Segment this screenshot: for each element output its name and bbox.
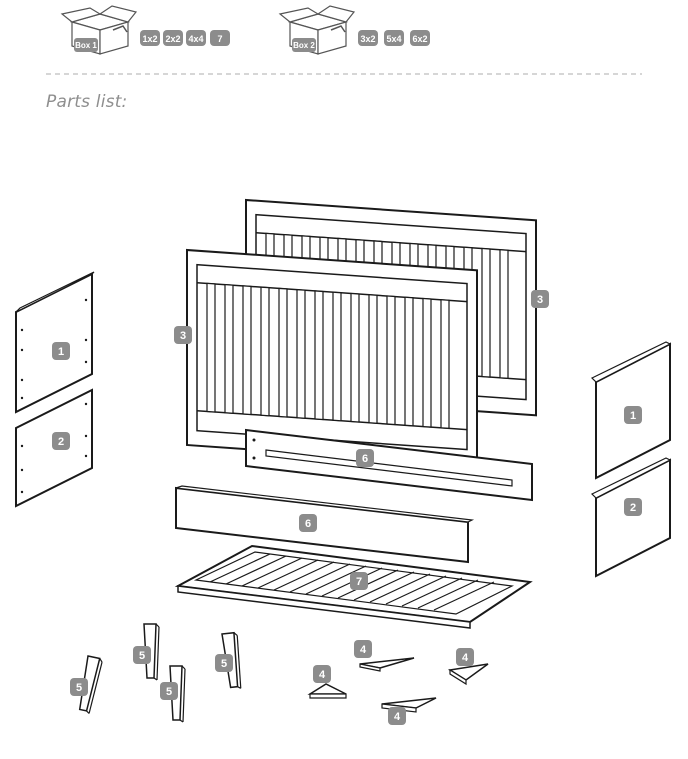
box-1-badge-4 bbox=[210, 30, 230, 46]
box-2-badge-1-text: 3x2 bbox=[360, 34, 375, 44]
part-badge-1-right bbox=[624, 406, 642, 424]
part-badge-1-left bbox=[52, 342, 70, 360]
box-1-icon bbox=[60, 5, 138, 55]
part-badge-4-b bbox=[456, 648, 474, 666]
crib-side-front bbox=[185, 248, 479, 467]
corner-bracket-3 bbox=[307, 683, 347, 699]
part-label-3-back: 3 bbox=[537, 294, 543, 306]
box-2-badge-3 bbox=[410, 30, 430, 46]
part-label-6-back: 6 bbox=[362, 453, 368, 465]
part-label-6-front: 6 bbox=[305, 518, 311, 530]
box-1-badge-1 bbox=[140, 30, 160, 46]
part-label-4-a: 4 bbox=[360, 644, 367, 656]
part-badge-3-back bbox=[531, 290, 549, 308]
part-badge-4-a bbox=[354, 640, 372, 658]
part-label-5-b: 5 bbox=[139, 650, 145, 662]
part-label-5-a: 5 bbox=[76, 682, 82, 694]
part-label-7: 7 bbox=[356, 576, 362, 588]
part-badge-7 bbox=[350, 572, 368, 590]
part-label-2-left: 2 bbox=[58, 436, 64, 448]
box-1-badge-3 bbox=[186, 30, 206, 46]
part-label-4-d: 4 bbox=[394, 711, 401, 723]
box-1-label: Box 1 bbox=[75, 41, 97, 50]
box-2-badge-2-text: 5x4 bbox=[386, 34, 401, 44]
side-panel-right-bottom bbox=[590, 457, 672, 578]
corner-bracket-2 bbox=[447, 663, 489, 686]
part-label-5-c: 5 bbox=[166, 686, 172, 698]
part-badge-5-a bbox=[70, 678, 88, 696]
part-label-4-c: 4 bbox=[319, 669, 326, 681]
box-2-badge-2 bbox=[384, 30, 404, 46]
parts-list-heading: Parts list: bbox=[46, 92, 128, 112]
side-panel-left-top bbox=[15, 271, 95, 414]
box-2-icon bbox=[278, 5, 356, 55]
part-label-4-b: 4 bbox=[462, 652, 469, 664]
part-label-2-right: 2 bbox=[630, 502, 636, 514]
rail-front bbox=[175, 485, 475, 564]
part-badge-3-front bbox=[174, 326, 192, 344]
part-badge-4-c bbox=[313, 665, 331, 683]
box-2-label: Box 2 bbox=[293, 41, 315, 50]
box-1-badge-1-text: 1x2 bbox=[142, 34, 157, 44]
part-label-1-right: 1 bbox=[630, 410, 636, 422]
part-badge-5-c bbox=[160, 682, 178, 700]
part-badge-5-b bbox=[133, 646, 151, 664]
box-2-badge-3-text: 6x2 bbox=[412, 34, 427, 44]
part-label-5-d: 5 bbox=[221, 658, 227, 670]
part-badge-2-right bbox=[624, 498, 642, 516]
box-1-badge-3-text: 4x4 bbox=[188, 34, 203, 44]
box-2-badge-1 bbox=[358, 30, 378, 46]
part-badge-6-front bbox=[299, 514, 317, 532]
part-label-3-front: 3 bbox=[180, 330, 186, 342]
corner-bracket-1 bbox=[359, 657, 415, 672]
box-1-badge-2 bbox=[163, 30, 183, 46]
part-badge-2-left bbox=[52, 432, 70, 450]
part-badge-6-back bbox=[356, 449, 374, 467]
rail-back bbox=[245, 428, 533, 502]
box-1-badge-2-text: 2x2 bbox=[165, 34, 180, 44]
box-1-badge-4-text: 7 bbox=[217, 34, 222, 44]
part-badge-4-d bbox=[388, 707, 406, 725]
part-badge-5-d bbox=[215, 654, 233, 672]
part-label-1-left: 1 bbox=[58, 346, 64, 358]
